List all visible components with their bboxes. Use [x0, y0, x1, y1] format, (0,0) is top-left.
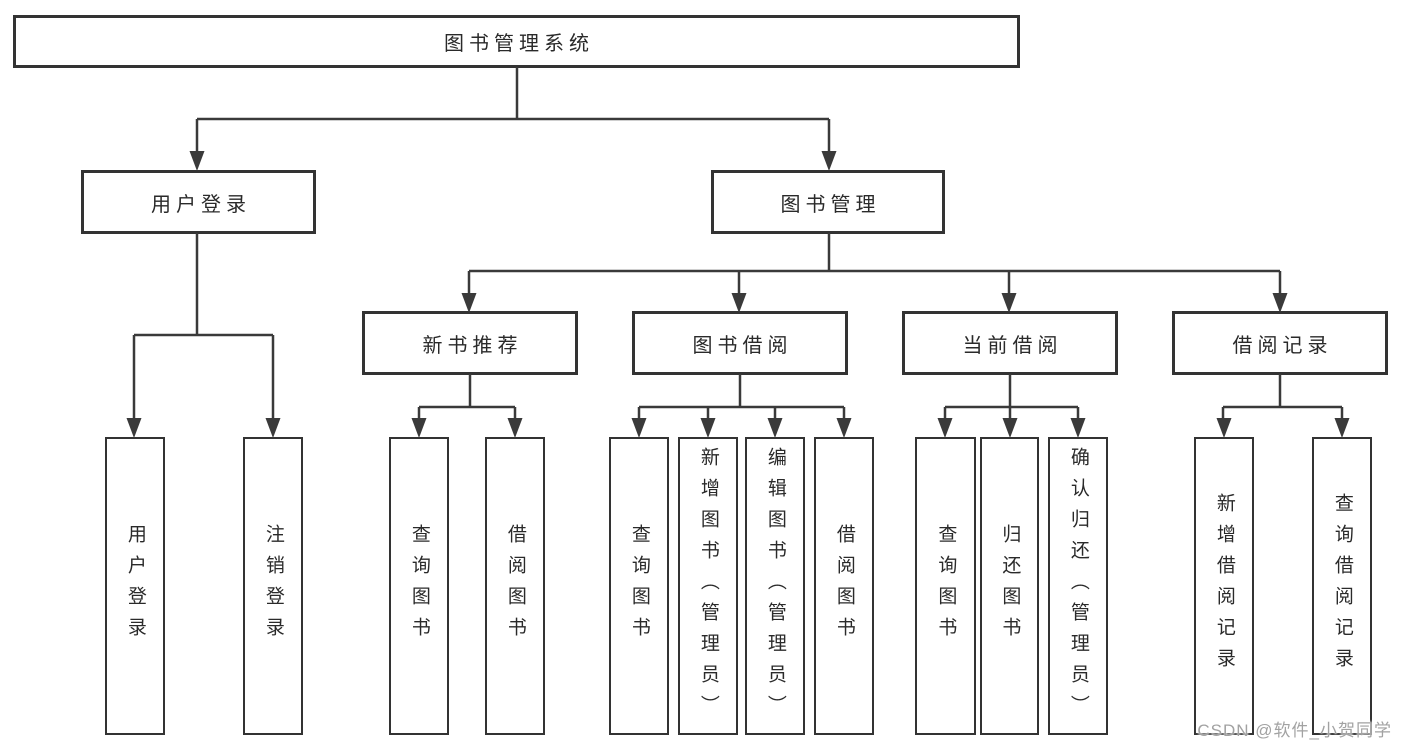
node-borrow-records-label: 借阅记录 — [1232, 334, 1333, 357]
leaf-confirm-return-admin: 确认归还（管理员） — [1048, 437, 1108, 735]
node-book-borrow-label: 图书借阅 — [692, 334, 793, 357]
leaf-return-book-label: 归还图书 — [999, 524, 1021, 648]
node-book-management-label: 图书管理 — [780, 193, 881, 216]
leaf-edit-book-admin: 编辑图书（管理员） — [745, 437, 805, 735]
node-new-book-recommend-label: 新书推荐 — [422, 334, 523, 357]
leaf-newrec-query-book: 查询图书 — [389, 437, 449, 735]
leaf-borrow-book-label: 借阅图书 — [833, 524, 855, 648]
node-user-login-label: 用户登录 — [151, 193, 251, 216]
node-current-borrow-label: 当前借阅 — [962, 334, 1063, 357]
leaf-current-query-book: 查询图书 — [915, 437, 976, 735]
leaf-add-book-admin: 新增图书（管理员） — [678, 437, 738, 735]
leaf-logout: 注销登录 — [243, 437, 303, 735]
leaf-user-login-label: 用户登录 — [124, 524, 146, 648]
leaf-add-book-admin-label: 新增图书（管理员） — [697, 446, 719, 726]
node-book-borrow: 图书借阅 — [632, 311, 848, 375]
leaf-current-query-book-label: 查询图书 — [935, 524, 957, 648]
node-book-management: 图书管理 — [711, 170, 945, 234]
leaf-logout-label: 注销登录 — [262, 524, 284, 648]
leaf-add-borrow-record-label: 新增借阅记录 — [1213, 493, 1235, 679]
node-root-label: 图书管理系统 — [444, 33, 594, 55]
node-current-borrow: 当前借阅 — [902, 311, 1118, 375]
leaf-edit-book-admin-label: 编辑图书（管理员） — [764, 446, 786, 726]
leaf-borrow-book: 借阅图书 — [814, 437, 874, 735]
leaf-confirm-return-admin-label: 确认归还（管理员） — [1067, 446, 1089, 726]
leaf-newrec-borrow-book: 借阅图书 — [485, 437, 545, 735]
node-borrow-records: 借阅记录 — [1172, 311, 1388, 375]
leaf-add-borrow-record: 新增借阅记录 — [1194, 437, 1254, 735]
leaf-newrec-borrow-book-label: 借阅图书 — [504, 524, 526, 648]
leaf-user-login: 用户登录 — [105, 437, 165, 735]
leaf-borrow-query-book: 查询图书 — [609, 437, 669, 735]
csdn-watermark: CSDN @软件_小贺同学 — [1197, 721, 1392, 740]
leaf-query-borrow-record-label: 查询借阅记录 — [1331, 493, 1353, 679]
leaf-borrow-query-book-label: 查询图书 — [628, 524, 650, 648]
node-new-book-recommend: 新书推荐 — [362, 311, 578, 375]
node-root: 图书管理系统 — [13, 15, 1020, 68]
leaf-query-borrow-record: 查询借阅记录 — [1312, 437, 1372, 735]
leaf-return-book: 归还图书 — [980, 437, 1039, 735]
leaf-newrec-query-book-label: 查询图书 — [408, 524, 430, 648]
node-user-login: 用户登录 — [81, 170, 316, 234]
